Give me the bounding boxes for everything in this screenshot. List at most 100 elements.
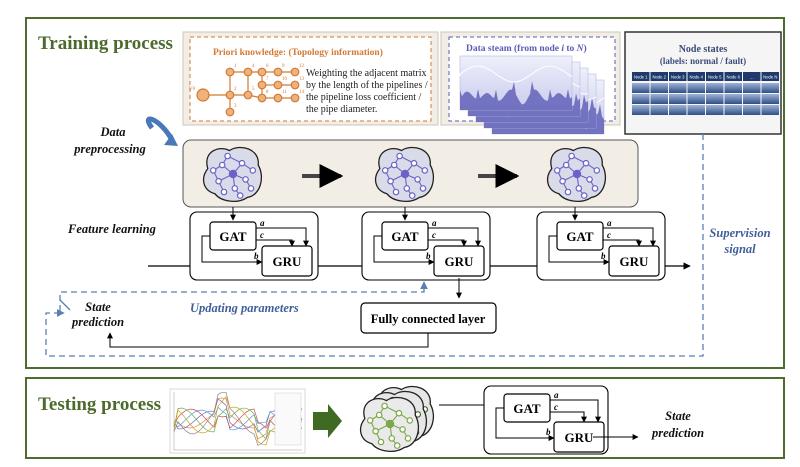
topology-node-label: 12 xyxy=(299,64,305,69)
edge-c-label: c xyxy=(554,402,558,412)
node-states-header-label: Node N xyxy=(763,75,777,80)
topology-node-label: 10 xyxy=(282,77,288,82)
topology-node xyxy=(225,90,235,100)
data-preprocessing-label-1: Data xyxy=(100,125,126,139)
graph-node xyxy=(388,435,396,442)
node-states-cell xyxy=(743,83,761,93)
updating-parameters-label: Updating parameters xyxy=(190,301,299,315)
topology-node xyxy=(290,80,300,90)
curved-arrow xyxy=(145,116,175,142)
graph-node xyxy=(366,417,374,424)
edge-b-label: b xyxy=(426,251,431,261)
graph-snapshot-3 xyxy=(546,146,606,202)
graph-node xyxy=(404,435,412,442)
data-stream-panel: Data steam (from node i to N) xyxy=(440,31,621,135)
topology-node xyxy=(290,67,300,77)
node-states-cell xyxy=(706,105,724,115)
graph-node xyxy=(572,169,582,179)
topology-node xyxy=(257,80,267,90)
test-state-prediction-1: State xyxy=(665,409,691,423)
graph-node xyxy=(580,192,588,199)
graph-node xyxy=(385,419,395,429)
topology-node-label: 1 xyxy=(234,64,237,69)
node-states-header-cell xyxy=(632,72,650,81)
node-states-cell xyxy=(687,105,705,115)
graph-node xyxy=(591,185,599,192)
node-states-header-cell xyxy=(687,72,705,81)
graph-node xyxy=(375,411,383,419)
node-states-cell xyxy=(706,94,724,104)
graph-node xyxy=(568,152,575,160)
training-frame xyxy=(25,17,785,369)
graph-node xyxy=(408,192,416,199)
node-states-header-label: Node 4 xyxy=(689,75,703,80)
node-states-cell xyxy=(650,105,668,115)
node-states-title: Node states xyxy=(679,44,728,55)
graph-node xyxy=(242,176,249,183)
node-states-subtitle: (labels: normal / fault) xyxy=(660,56,746,66)
graph-node xyxy=(562,161,570,169)
node-states-cell xyxy=(687,94,705,104)
edge-a-label: a xyxy=(554,390,559,400)
topology-node-label: 11 xyxy=(282,90,287,95)
graph-node xyxy=(381,402,388,410)
graph-snapshot-2 xyxy=(374,146,434,202)
gru-label: GRU xyxy=(273,254,303,269)
priori-title: Priori knowledge: (Topology information) xyxy=(213,47,383,58)
graph-node xyxy=(220,188,228,196)
edge-b xyxy=(495,407,555,441)
graph-node xyxy=(396,152,403,160)
priori-line-3: the pipeline loss coefficient / xyxy=(306,92,422,103)
topology-node-label: 13 xyxy=(299,77,305,82)
topology-node xyxy=(273,80,283,90)
topology-node xyxy=(225,107,235,117)
edge-b-label: b xyxy=(546,427,551,437)
test-gat-gru-cell: GAT GRU ac b xyxy=(483,385,609,455)
topology-node-label: 14 xyxy=(299,90,305,95)
node-states-cell xyxy=(761,94,779,104)
node-states-cell xyxy=(632,105,650,115)
waveform-area xyxy=(460,81,572,110)
graph-node xyxy=(559,177,566,185)
curved-arrow-head xyxy=(164,134,178,146)
node-states-cell xyxy=(761,105,779,115)
graph-node xyxy=(387,177,394,185)
topology-node xyxy=(257,93,267,103)
waveform-line xyxy=(459,65,573,83)
node-states-header-cell xyxy=(724,72,742,81)
topology-node xyxy=(257,67,267,77)
topology-node-label: 3 xyxy=(234,104,237,109)
node-states-cell xyxy=(706,83,724,93)
supervision-label-1: Supervision xyxy=(709,226,770,240)
node-states-header-cell xyxy=(669,72,687,81)
graph-node xyxy=(553,167,561,174)
edge-c xyxy=(550,411,587,423)
topology-node-label: 8 xyxy=(266,90,269,95)
gru-label: GRU xyxy=(565,430,595,445)
node-states-cell xyxy=(743,105,761,115)
graph-node xyxy=(392,188,400,196)
state-prediction-label-2: prediction xyxy=(71,315,124,329)
edge-c xyxy=(603,239,642,247)
fc-to-prediction xyxy=(107,332,429,348)
test-chart-legend xyxy=(274,392,302,446)
node-states-cell xyxy=(724,83,742,93)
topology-node-label: V0 xyxy=(189,87,196,92)
graph-node xyxy=(218,161,226,169)
gat-label: GAT xyxy=(513,401,541,416)
topology-node-label: 2 xyxy=(234,87,237,92)
graph-node xyxy=(421,167,429,174)
graph-node xyxy=(403,185,411,192)
graph-node xyxy=(593,167,601,174)
node-states-cell xyxy=(650,83,668,93)
graph-node xyxy=(238,159,246,167)
topology-node xyxy=(273,93,283,103)
test-cell: GAT GRU ac b xyxy=(483,385,609,455)
graph-node xyxy=(215,177,222,185)
topology-node xyxy=(273,67,283,77)
test-graph-stack xyxy=(359,385,434,452)
